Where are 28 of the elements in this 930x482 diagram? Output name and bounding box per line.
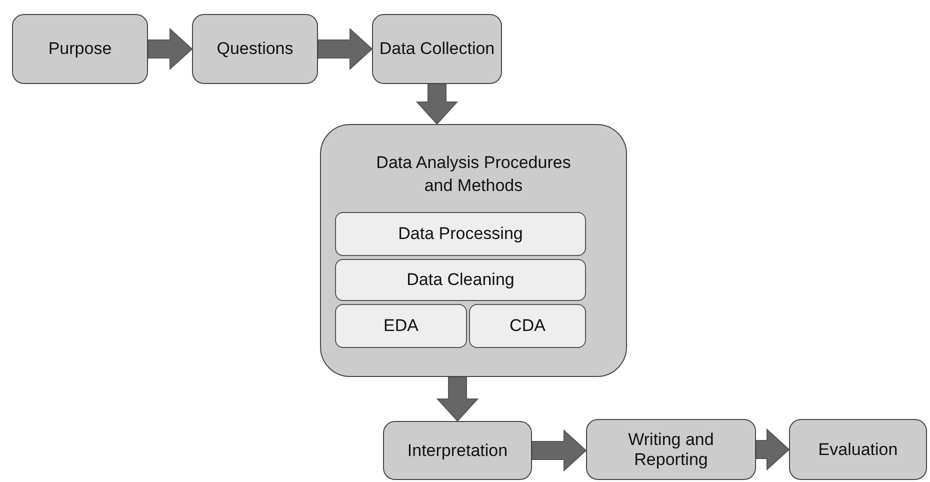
process-box [335, 259, 586, 301]
block-arrow [318, 28, 373, 70]
block-arrow [756, 428, 790, 471]
node-label: Data Collection [378, 39, 496, 59]
block-arrow [416, 84, 458, 125]
process-box [789, 419, 927, 480]
process-box [335, 212, 586, 256]
block-arrow [148, 28, 193, 70]
process-box [192, 14, 318, 84]
node-label: Writing and Reporting [627, 430, 715, 470]
node-label: EDA [382, 316, 420, 336]
node-label: Purpose [47, 39, 113, 59]
process-box [469, 304, 586, 348]
process-box [372, 14, 502, 84]
process-box [335, 304, 467, 348]
process-box [12, 14, 148, 84]
node-label: Data Analysis Procedures and Methods [375, 152, 572, 197]
node-label: Interpretation [406, 440, 509, 460]
process-box [383, 421, 532, 480]
node-label: Data Cleaning [406, 270, 516, 290]
process-box [586, 419, 756, 480]
node-label: Evaluation [817, 440, 899, 460]
node-label: Questions [216, 39, 294, 59]
block-arrow [436, 376, 479, 422]
node-label: CDA [508, 316, 546, 336]
group-box [320, 124, 627, 377]
block-arrow [532, 429, 587, 472]
node-label: Data Processing [397, 224, 524, 244]
